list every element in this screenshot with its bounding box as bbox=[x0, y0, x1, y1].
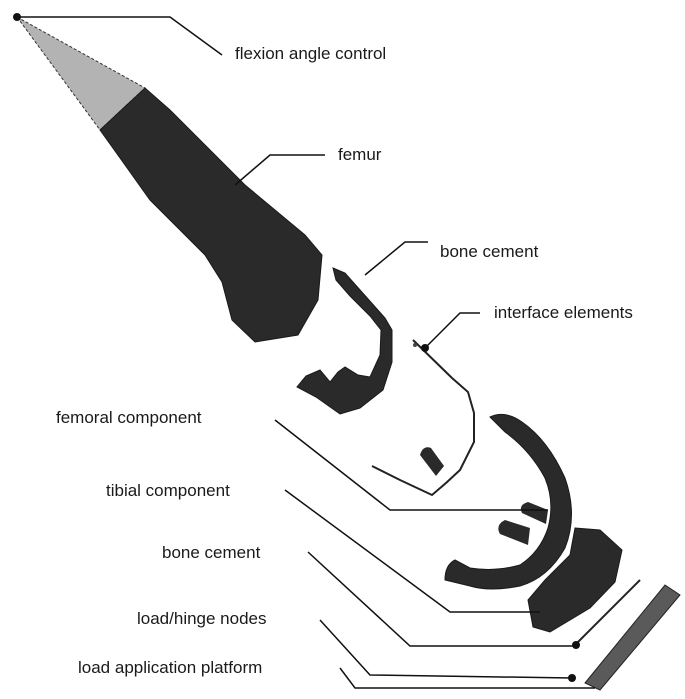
interface-peg bbox=[420, 447, 444, 476]
label-load-hinge-nodes: load/hinge nodes bbox=[137, 609, 267, 629]
label-load-application-platform: load application platform bbox=[78, 658, 262, 678]
label-bone-cement-lower: bone cement bbox=[162, 543, 260, 563]
femur-shape bbox=[100, 88, 322, 342]
hinge-node bbox=[572, 641, 580, 649]
leader-tibial-component bbox=[285, 490, 540, 612]
label-interface-elements: interface elements bbox=[494, 303, 633, 323]
leader-hinge-nodes bbox=[320, 620, 572, 678]
leader-cement-upper bbox=[365, 242, 428, 275]
label-tibial-component: tibial component bbox=[106, 481, 230, 501]
label-femur: femur bbox=[338, 145, 381, 165]
femoral-component-shape bbox=[445, 414, 572, 589]
femoral-peg-2 bbox=[521, 502, 548, 524]
label-femoral-component: femoral component bbox=[56, 408, 202, 428]
label-bone-cement-upper: bone cement bbox=[440, 242, 538, 262]
interface-pin bbox=[413, 343, 417, 347]
platform-shape bbox=[585, 585, 680, 690]
label-flexion-angle-control: flexion angle control bbox=[235, 44, 386, 64]
femoral-peg-1 bbox=[498, 520, 530, 545]
leader-interface bbox=[425, 313, 480, 348]
leader-femur bbox=[235, 155, 325, 185]
